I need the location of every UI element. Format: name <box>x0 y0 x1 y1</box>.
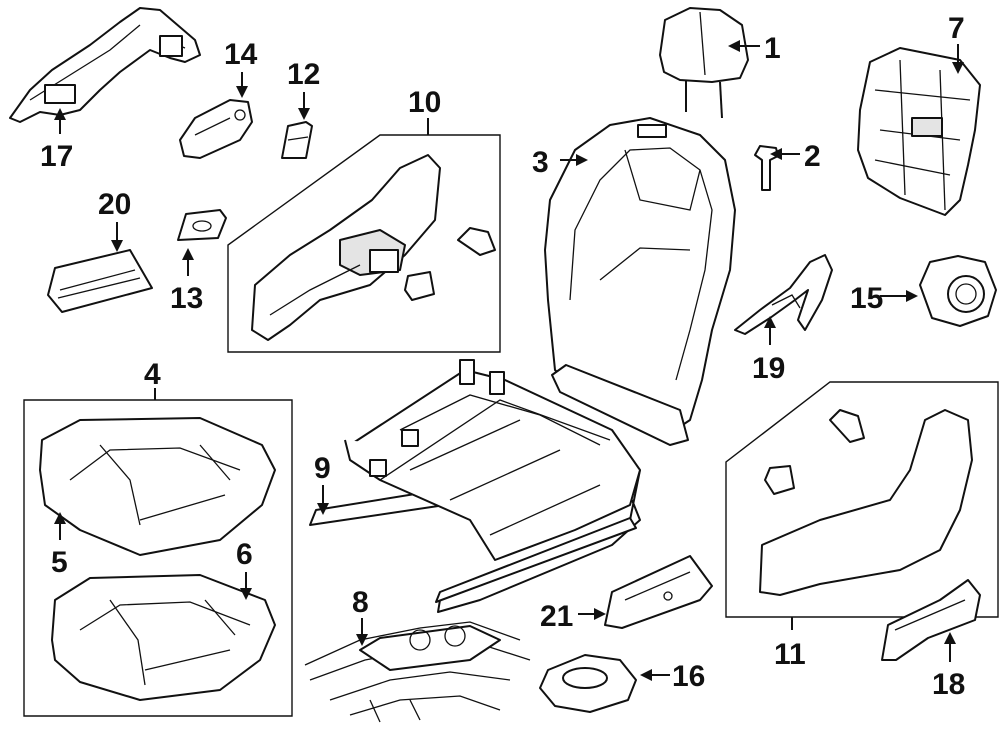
callout-11: 11 <box>774 638 806 671</box>
part-7-seat-back-frame <box>857 47 981 216</box>
part-13-switch-knob <box>177 209 227 241</box>
part-16-motor <box>539 654 637 713</box>
part-3-seat-back <box>544 117 736 446</box>
callout-20: 20 <box>98 188 131 221</box>
callout-15: 15 <box>850 282 883 315</box>
callout-16: 16 <box>672 660 705 693</box>
callout-14: 14 <box>224 38 258 71</box>
group-box-10 <box>227 134 501 353</box>
callout-1: 1 <box>764 32 781 65</box>
part-19-bracket <box>734 254 833 335</box>
part-11-seat-side-shield <box>759 409 973 596</box>
part-17-side-trim <box>9 7 201 123</box>
part-9-seat-track <box>309 359 641 613</box>
callout-17: 17 <box>40 140 73 173</box>
callout-21: 21 <box>540 600 573 633</box>
callout-6: 6 <box>236 538 253 571</box>
callout-10: 10 <box>408 86 441 119</box>
part-8-wire-harness <box>304 621 531 723</box>
group-box-4 <box>23 399 293 717</box>
part-5-seat-cushion <box>39 417 276 556</box>
part-21-cover <box>604 555 713 629</box>
callout-8: 8 <box>352 586 369 619</box>
part-10-side-shield <box>251 154 496 341</box>
part-15-motor <box>919 255 997 327</box>
callout-7: 7 <box>948 12 965 45</box>
part-14-switch-cover <box>179 99 253 159</box>
callout-18: 18 <box>932 668 965 701</box>
part-18-bezel <box>881 579 981 661</box>
callout-2: 2 <box>804 140 821 173</box>
leader-lines <box>54 40 964 681</box>
callout-3: 3 <box>532 146 549 179</box>
part-20-bezel <box>47 249 153 313</box>
callout-12: 12 <box>287 58 320 91</box>
callout-19: 19 <box>752 352 785 385</box>
part-6-cushion-pad <box>51 574 276 701</box>
part-2-headrest-guide <box>754 145 779 191</box>
callout-13: 13 <box>170 282 203 315</box>
callout-4: 4 <box>144 358 161 391</box>
part-12-knob <box>281 121 313 159</box>
callout-9: 9 <box>314 452 331 485</box>
callout-5: 5 <box>51 546 68 579</box>
part-1-headrest <box>659 7 749 119</box>
